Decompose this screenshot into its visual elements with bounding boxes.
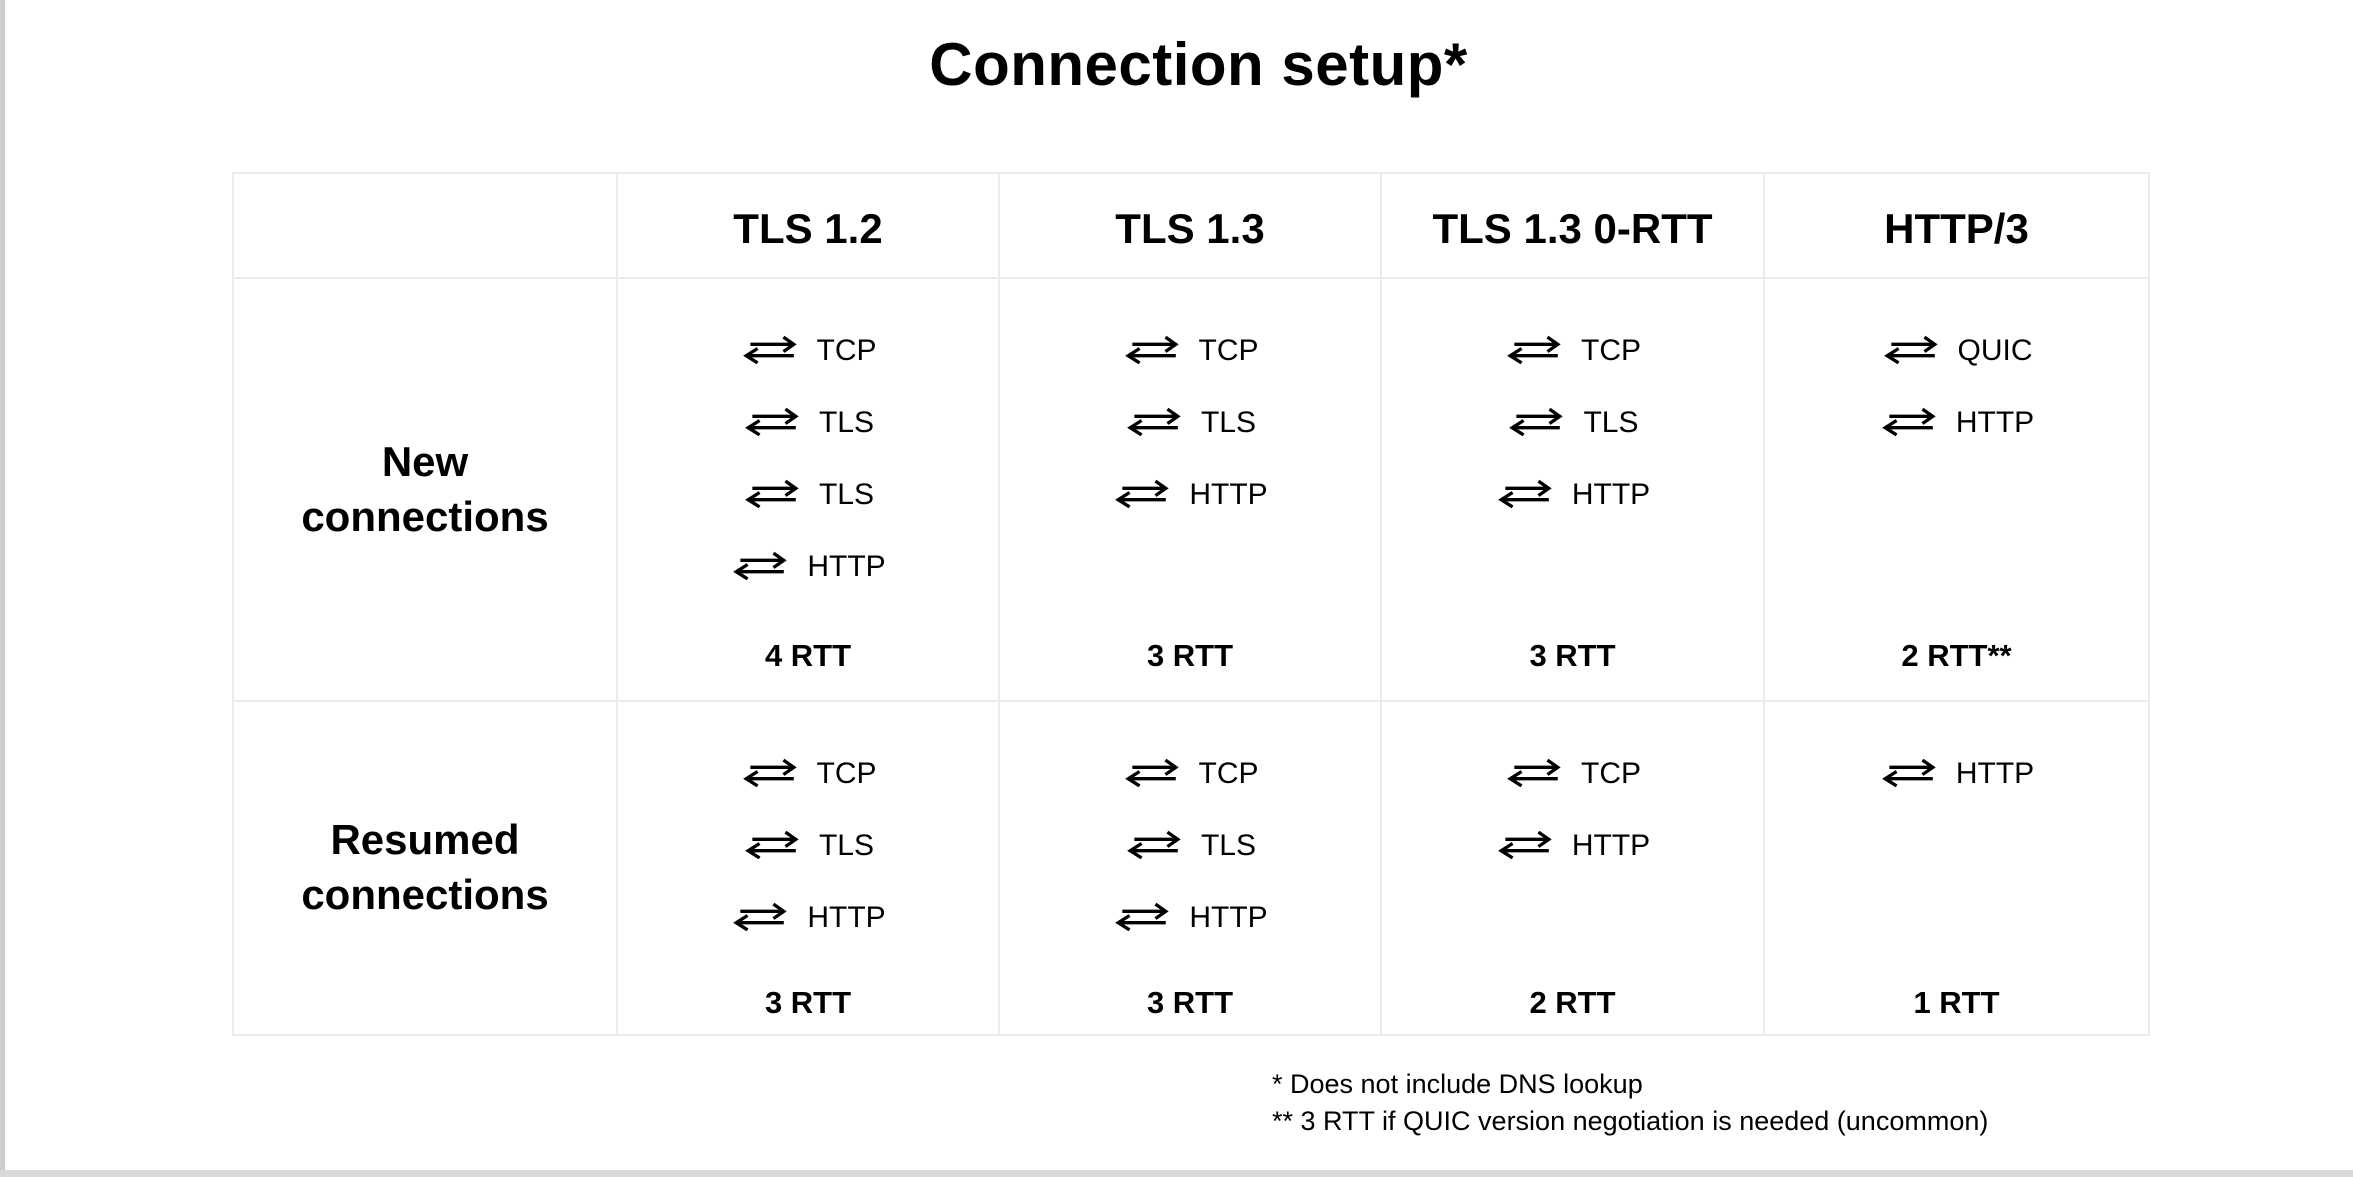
- protocol-exchange-item: HTTP: [1495, 808, 1650, 880]
- round-trip-arrows-icon: [1507, 758, 1561, 787]
- protocol-exchange-item: TLS: [742, 808, 874, 880]
- row-header-resumed-connections: Resumed connections: [234, 702, 618, 1034]
- cell-new-tls13-0rtt: TCP TLS HTTP 3 RTT: [1382, 279, 1765, 702]
- rtt-count: 2 RTT: [1529, 985, 1616, 1020]
- column-header-tls-1-3-0rtt: TLS 1.3 0-RTT: [1382, 174, 1765, 279]
- protocol-label: TCP: [816, 757, 877, 790]
- protocol-exchange-item: HTTP: [1112, 457, 1268, 529]
- protocol-label: TCP: [1581, 334, 1641, 367]
- cell-resumed-tls12: TCP TLS HTTP 3 RTT: [618, 702, 1000, 1034]
- protocol-label: TLS: [818, 406, 875, 439]
- round-trip-arrows-icon: [1883, 335, 1938, 364]
- round-trip-arrows-icon: [742, 335, 797, 364]
- table-corner-cell: [234, 174, 618, 279]
- protocol-label: TLS: [818, 478, 875, 511]
- round-trip-arrows-icon: [1881, 758, 1936, 787]
- protocol-exchange-item: HTTP: [730, 529, 886, 601]
- protocol-exchange-item: TLS: [1506, 385, 1639, 457]
- round-trip-arrows-icon: [1115, 479, 1170, 508]
- protocol-label: HTTP: [807, 901, 886, 934]
- cell-resumed-tls13: TCP TLS HTTP 3 RTT: [1000, 702, 1382, 1034]
- protocol-label: HTTP: [1189, 478, 1268, 511]
- protocol-exchange-item: TLS: [1124, 808, 1256, 880]
- column-header-tls-1-3: TLS 1.3: [1000, 174, 1382, 279]
- round-trip-arrows-icon: [1115, 902, 1170, 931]
- round-trip-arrows-icon: [733, 902, 788, 931]
- round-trip-arrows-icon: [745, 407, 799, 436]
- protocol-label: TLS: [1200, 406, 1257, 439]
- round-trip-arrows-icon: [745, 479, 799, 508]
- protocol-exchange-item: TCP: [1504, 736, 1641, 808]
- round-trip-arrows-icon: [1124, 335, 1179, 364]
- rtt-count: 4 RTT: [764, 638, 852, 673]
- protocol-exchange-item: TLS: [742, 385, 874, 457]
- protocol-label: TLS: [818, 829, 875, 862]
- round-trip-arrows-icon: [1497, 479, 1552, 508]
- slide-title: Connection setup*: [929, 31, 1468, 98]
- rtt-count: 3 RTT: [1529, 638, 1616, 673]
- protocol-label: HTTP: [1955, 406, 2035, 439]
- canvas-bottom-edge: [0, 1170, 2353, 1177]
- cell-new-http3: QUIC HTTP 2 RTT**: [1765, 279, 2148, 702]
- rtt-count: 3 RTT: [764, 985, 852, 1020]
- footnotes: * Does not include DNS lookup ** 3 RTT i…: [1272, 1066, 1988, 1140]
- column-header-tls-1-2: TLS 1.2: [618, 174, 1000, 279]
- round-trip-arrows-icon: [742, 758, 797, 787]
- protocol-exchange-item: HTTP: [730, 880, 886, 952]
- round-trip-arrows-icon: [1497, 830, 1552, 859]
- round-trip-arrows-icon: [1124, 758, 1179, 787]
- protocol-label: HTTP: [1955, 757, 2035, 790]
- rtt-count: 1 RTT: [1913, 985, 2000, 1020]
- protocol-exchange-item: TCP: [740, 736, 877, 808]
- rtt-count: 2 RTT**: [1901, 638, 2012, 673]
- footnote-dns: * Does not include DNS lookup: [1272, 1069, 1643, 1099]
- protocol-label: TLS: [1200, 829, 1257, 862]
- round-trip-arrows-icon: [1507, 335, 1561, 364]
- protocol-exchange-item: HTTP: [1879, 736, 2034, 808]
- round-trip-arrows-icon: [1881, 407, 1936, 436]
- round-trip-arrows-icon: [1127, 830, 1181, 859]
- rtt-count: 3 RTT: [1146, 985, 1234, 1020]
- protocol-exchange-item: HTTP: [1879, 385, 2034, 457]
- row-header-new-connections: New connections: [234, 279, 618, 702]
- cell-new-tls13: TCP TLS HTTP 3 RTT: [1000, 279, 1382, 702]
- protocol-label: HTTP: [1189, 901, 1268, 934]
- cell-resumed-http3: HTTP 1 RTT: [1765, 702, 2148, 1034]
- protocol-label: HTTP: [1571, 478, 1651, 511]
- protocol-label: TCP: [1581, 757, 1641, 790]
- protocol-label: TCP: [1198, 334, 1259, 367]
- protocol-exchange-item: TLS: [1124, 385, 1256, 457]
- protocol-label: QUIC: [1957, 334, 2033, 367]
- round-trip-arrows-icon: [733, 551, 788, 580]
- round-trip-arrows-icon: [745, 830, 799, 859]
- protocol-exchange-item: TCP: [1504, 313, 1641, 385]
- column-header-http3: HTTP/3: [1765, 174, 2148, 279]
- round-trip-arrows-icon: [1509, 407, 1564, 436]
- cell-resumed-tls13-0rtt: TCP HTTP 2 RTT: [1382, 702, 1765, 1034]
- protocol-exchange-item: TCP: [740, 313, 877, 385]
- protocol-exchange-item: QUIC: [1881, 313, 2033, 385]
- canvas-left-edge: [0, 0, 5, 1177]
- protocol-label: TLS: [1583, 406, 1639, 439]
- rtt-count: 3 RTT: [1146, 638, 1234, 673]
- protocol-exchange-item: TLS: [742, 457, 874, 529]
- connection-setup-table: TLS 1.2 TLS 1.3 TLS 1.3 0-RTT HTTP/3 New…: [232, 172, 2150, 1036]
- protocol-label: HTTP: [807, 550, 886, 583]
- protocol-label: HTTP: [1571, 829, 1651, 862]
- protocol-label: TCP: [1198, 757, 1259, 790]
- protocol-exchange-item: HTTP: [1495, 457, 1650, 529]
- protocol-exchange-item: HTTP: [1112, 880, 1268, 952]
- cell-new-tls12: TCP TLS TLS HTTP 4 RTT: [618, 279, 1000, 702]
- round-trip-arrows-icon: [1127, 407, 1181, 436]
- protocol-label: TCP: [816, 334, 877, 367]
- protocol-exchange-item: TCP: [1122, 313, 1259, 385]
- protocol-exchange-item: TCP: [1122, 736, 1259, 808]
- footnote-quic-negotiation: ** 3 RTT if QUIC version negotiation is …: [1272, 1106, 1989, 1136]
